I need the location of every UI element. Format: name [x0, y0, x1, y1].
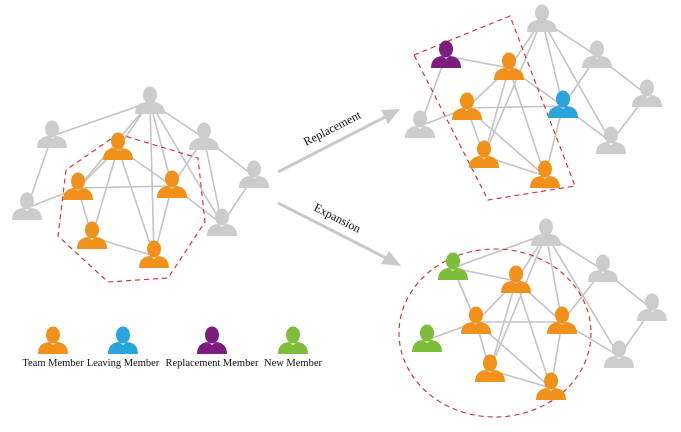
team-member-icon	[530, 160, 560, 188]
person-icon	[632, 79, 662, 107]
legend-item-replacement-member: Replacement Member	[165, 326, 259, 369]
expansion-arrow-head	[381, 251, 401, 266]
legend-label-leaving: Leaving Member	[87, 358, 160, 369]
person-icon	[637, 293, 667, 321]
replacement-member-icon	[431, 40, 461, 68]
person-icon	[596, 126, 626, 154]
leaving-member-icon	[108, 326, 138, 354]
original-team-region	[57, 133, 206, 283]
person-icon	[582, 40, 612, 68]
team-member-icon	[536, 372, 566, 400]
replacement-edge	[483, 67, 510, 157]
expansion-edge	[452, 233, 547, 269]
person-icon	[405, 110, 435, 138]
legend-item-new-member: New Member	[264, 326, 323, 369]
original-edge	[149, 101, 155, 257]
new-member-icon	[438, 252, 468, 280]
person-icon	[12, 192, 42, 220]
original-edge	[117, 147, 155, 257]
original-edge	[91, 147, 119, 238]
team-member-icon	[38, 326, 68, 354]
expansion-network	[398, 218, 667, 418]
original-edge	[51, 101, 151, 137]
person-icon	[135, 86, 165, 114]
expansion-edge	[489, 280, 517, 371]
replacement-arrow-head	[381, 109, 400, 124]
replacement-arrow: Replacement	[277, 107, 400, 174]
legend-label-replacement: Replacement Member	[165, 358, 259, 369]
person-icon	[189, 122, 219, 150]
new-member-icon	[412, 324, 442, 352]
replacement-edge	[541, 19, 612, 143]
person-icon	[527, 4, 557, 32]
expansion-arrow: Expansion	[277, 200, 401, 266]
team-member-icon	[475, 354, 505, 382]
replacement-arrow-line	[277, 114, 388, 174]
legend-label-new: New Member	[264, 358, 323, 369]
expansion-team-region	[398, 248, 592, 418]
team-member-icon	[469, 140, 499, 168]
leaving-member-icon	[548, 90, 578, 118]
legend-item-leaving-member: Leaving Member	[87, 326, 160, 369]
team-member-icon	[547, 306, 577, 334]
person-icon	[604, 340, 634, 368]
new-member-icon	[278, 326, 308, 354]
person-icon	[239, 160, 269, 188]
team-member-icon	[139, 240, 169, 268]
replacement-edge	[445, 55, 510, 69]
person-icon	[531, 218, 561, 246]
original-network	[12, 86, 269, 283]
replacement-network	[405, 4, 662, 201]
replacement-edge	[508, 67, 546, 177]
person-icon	[588, 254, 618, 282]
replacement-edge	[483, 19, 543, 157]
legend: Team Member Leaving Member Replacement M…	[22, 326, 323, 369]
original-edge	[149, 101, 223, 225]
original-edge	[77, 185, 173, 189]
expansion-edge	[489, 233, 547, 371]
team-member-icon	[452, 92, 482, 120]
team-member-icon	[77, 221, 107, 249]
person-icon	[37, 120, 67, 148]
legend-item-team-member: Team Member	[22, 326, 84, 369]
expansion-edge	[515, 280, 552, 389]
person-icon	[207, 208, 237, 236]
expansion-arrow-line	[277, 201, 389, 261]
team-member-icon	[157, 170, 187, 198]
expansion-label: Expansion	[312, 200, 364, 235]
replacement-member-icon	[197, 326, 227, 354]
legend-label-team: Team Member	[22, 358, 84, 369]
replacement-edge	[466, 105, 564, 109]
